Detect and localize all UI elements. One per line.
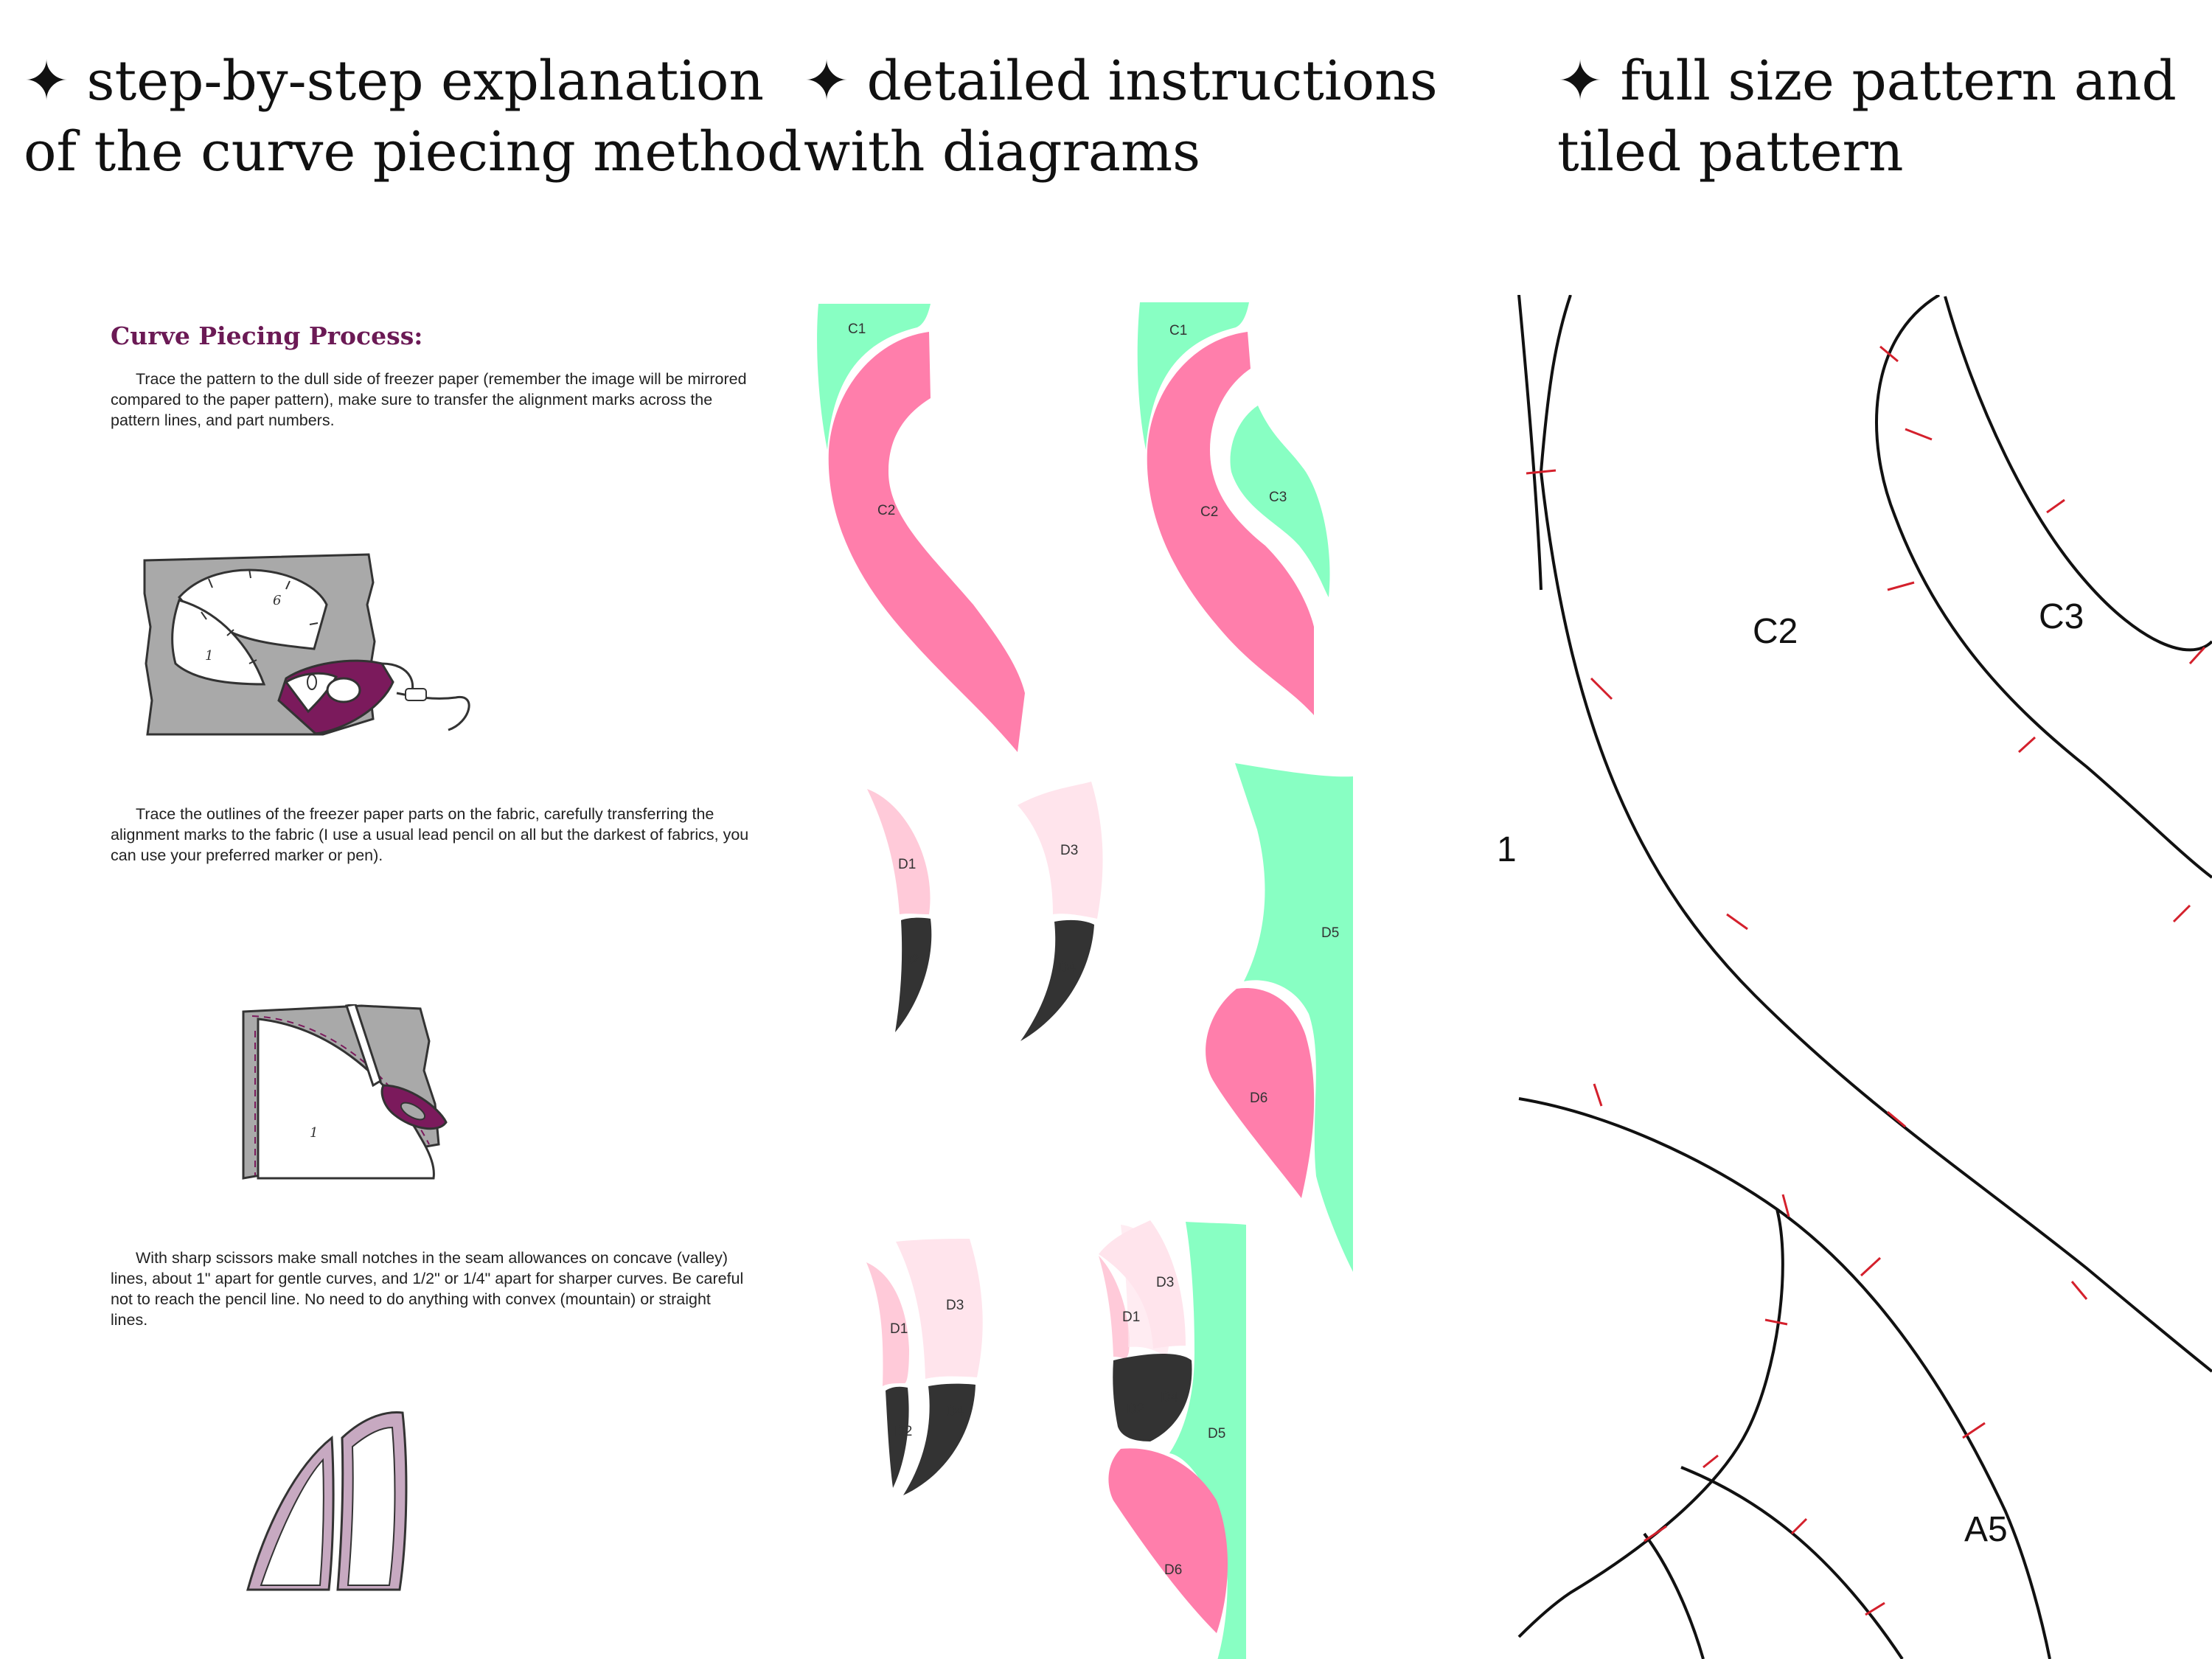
diagram-d1-d2-d3-d4: D1 D3 D2 D4 bbox=[866, 1239, 983, 1495]
label-d4: D4 bbox=[1161, 1390, 1179, 1405]
scissor-handle-hole bbox=[400, 1102, 426, 1121]
diagram-d3-d4: D3 D4 bbox=[1018, 782, 1103, 1041]
heading-detailed-instructions: ✦ detailed instructions with diagrams bbox=[804, 46, 1438, 187]
piece-d3 bbox=[896, 1239, 983, 1379]
label-d3: D3 bbox=[946, 1298, 964, 1313]
pattern-line bbox=[1643, 1532, 1705, 1659]
instruction-step-2: Trace the outlines of the freezer paper … bbox=[111, 805, 749, 864]
piece-d4 bbox=[903, 1383, 975, 1495]
piece-c1 bbox=[817, 304, 931, 450]
label-d5: D5 bbox=[1321, 925, 1339, 941]
label-d4: D4 bbox=[1058, 960, 1077, 975]
label-d1: D1 bbox=[898, 857, 916, 872]
pattern-line bbox=[1540, 295, 1572, 473]
pattern-line bbox=[1540, 471, 2212, 1373]
piece-number-1: 1 bbox=[205, 648, 213, 664]
heading-curve-piecing-method: ✦ step-by-step explanation of the curve … bbox=[24, 46, 802, 187]
pattern-label-a5: A5 bbox=[1964, 1510, 2008, 1549]
cord-plug bbox=[405, 688, 427, 701]
piece-c2 bbox=[1147, 332, 1314, 715]
iron-dial bbox=[326, 677, 361, 703]
alignment-notches bbox=[1526, 345, 2206, 1616]
diagram-c1-c2: C1 C2 bbox=[817, 304, 1025, 752]
paper-piece-1 bbox=[171, 599, 266, 686]
label-c2: C2 bbox=[1200, 504, 1218, 520]
iron-water-hole bbox=[307, 674, 317, 690]
pattern-label-c3: C3 bbox=[2039, 597, 2084, 636]
instruction-step-3: With sharp scissors make small notches i… bbox=[111, 1249, 744, 1329]
label-d1: D1 bbox=[1122, 1310, 1140, 1325]
label-d2: D2 bbox=[894, 1424, 912, 1439]
diagram-c1-c2-c3: C1 C2 C3 bbox=[1137, 302, 1330, 715]
piece-number-6: 6 bbox=[273, 593, 281, 608]
piece-d1 bbox=[867, 789, 931, 914]
pattern-line bbox=[1875, 295, 2212, 879]
heading-line: ✦ full size pattern and bbox=[1557, 49, 2177, 113]
label-d6: D6 bbox=[1250, 1091, 1267, 1106]
piece-c1 bbox=[1137, 302, 1249, 450]
diagram-d5-d6: D5 D6 bbox=[1206, 763, 1353, 1272]
pattern-line bbox=[1680, 1466, 1904, 1659]
pattern-lines bbox=[1517, 295, 2212, 1659]
piece-d1 bbox=[866, 1262, 909, 1386]
piece-d6 bbox=[1108, 1448, 1228, 1633]
heading-line: ✦ step-by-step explanation bbox=[24, 49, 765, 113]
piece-d2-d4 bbox=[1113, 1353, 1192, 1441]
label-d4: D4 bbox=[946, 1404, 964, 1419]
label-c1: C1 bbox=[1169, 323, 1187, 338]
label-c2: C2 bbox=[877, 503, 895, 518]
notched-pieces-illustration bbox=[246, 1411, 408, 1591]
fabric-cutting-illustration: 1 bbox=[242, 1004, 448, 1180]
freezer-paper-ironing-illustration: 1 6 bbox=[143, 553, 470, 736]
pattern-line bbox=[1518, 1097, 2051, 1659]
piece-d5 bbox=[1235, 763, 1353, 1272]
diagram-d1-d2: D1 D2 bbox=[867, 789, 932, 1032]
diagram-d-all: D3 D1 D2 D4 D5 D6 bbox=[1099, 1220, 1246, 1659]
notched-piece-left-inner bbox=[260, 1458, 324, 1586]
scissor-blade bbox=[345, 1004, 382, 1088]
piece-d2 bbox=[886, 1386, 909, 1488]
full-size-pattern: C2 C3 1 A5 bbox=[1497, 295, 2212, 1659]
pattern-line bbox=[1517, 1208, 1784, 1638]
traced-piece-number: 1 bbox=[310, 1125, 318, 1141]
heading-line: of the curve piecing method bbox=[24, 120, 802, 184]
piece-c3 bbox=[1230, 406, 1330, 597]
piece-d1 bbox=[1099, 1256, 1130, 1359]
seam-allowance-line bbox=[251, 1015, 430, 1145]
label-d2: D2 bbox=[901, 953, 919, 968]
heading-line: with diagrams bbox=[804, 120, 1201, 184]
heading-line: ✦ detailed instructions bbox=[804, 49, 1438, 113]
instruction-page: Curve Piecing Process: Trace the pattern… bbox=[103, 295, 748, 1593]
label-d6: D6 bbox=[1164, 1562, 1182, 1578]
iron-soleplate-highlight bbox=[284, 672, 338, 714]
instruction-step-1: Trace the pattern to the dull side of fr… bbox=[111, 370, 747, 429]
notched-piece-right-inner bbox=[347, 1426, 396, 1586]
heading-line: tiled pattern bbox=[1557, 120, 1904, 184]
label-d3: D3 bbox=[1060, 843, 1078, 858]
label-d2: D2 bbox=[1127, 1402, 1144, 1417]
alignment-marks bbox=[201, 568, 319, 664]
piece-c2 bbox=[828, 332, 1025, 752]
pattern-line bbox=[1517, 295, 1543, 591]
label-d3: D3 bbox=[1156, 1275, 1174, 1290]
heading-full-size-pattern: ✦ full size pattern and tiled pattern bbox=[1557, 46, 2177, 187]
pattern-line bbox=[1944, 296, 2212, 652]
label-c3: C3 bbox=[1269, 490, 1287, 505]
process-title: Curve Piecing Process: bbox=[111, 321, 423, 350]
piece-d4 bbox=[1020, 919, 1094, 1041]
piece-d2 bbox=[895, 917, 932, 1032]
label-d5: D5 bbox=[1208, 1426, 1225, 1441]
label-c1: C1 bbox=[848, 321, 866, 337]
piece-d6 bbox=[1206, 987, 1315, 1198]
piece-d3-overlap bbox=[1121, 1225, 1171, 1359]
piece-d3 bbox=[1018, 782, 1103, 919]
pattern-label-c2: C2 bbox=[1753, 612, 1798, 651]
pattern-edge-number: 1 bbox=[1497, 830, 1517, 869]
piecing-diagrams: C1 C2 C1 C2 C3 D1 D2 D3 D4 D5 D6 D1 D bbox=[817, 302, 1353, 1659]
label-d1: D1 bbox=[890, 1321, 908, 1337]
